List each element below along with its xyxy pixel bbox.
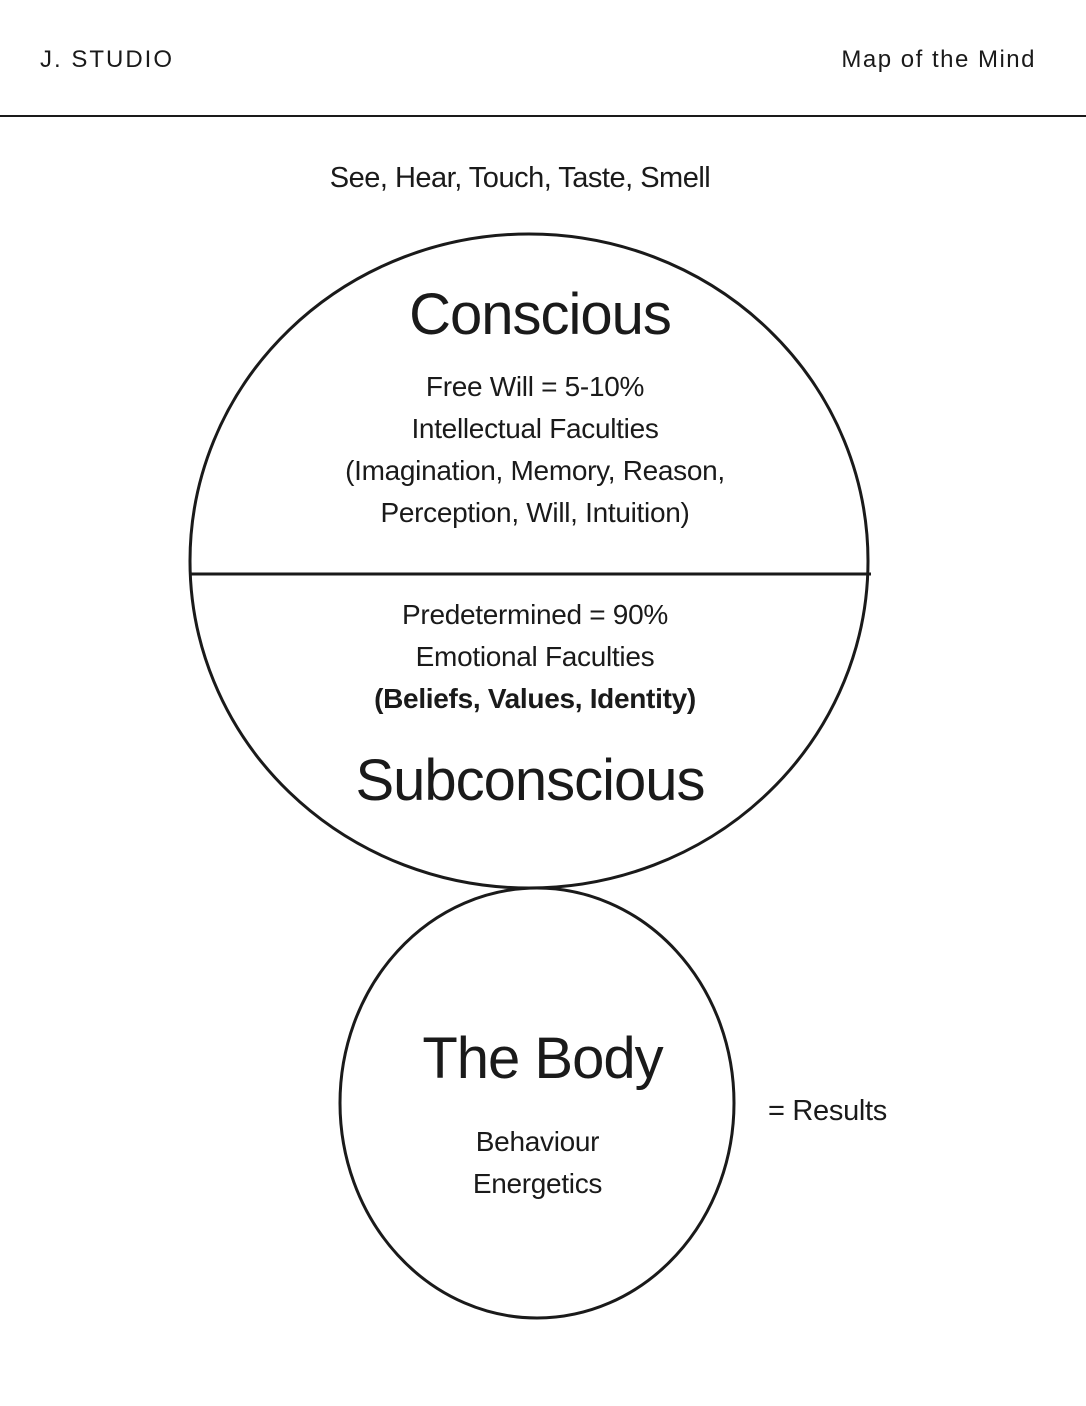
behaviour-line: Behaviour (475, 1126, 600, 1157)
body-circle (338, 886, 736, 1320)
body-title: The Body (422, 1026, 663, 1091)
brand-name: J. STUDIO (40, 46, 175, 73)
emotional-faculties-list: (Beliefs, Values, Identity) (374, 683, 696, 714)
energetics-line: Energetics (472, 1168, 603, 1199)
faculties-list-line-1: (Imagination, Memory, Reason, (345, 455, 725, 486)
page-header: J. STUDIO Map of the Mind (0, 0, 1086, 117)
subconscious-title: Subconscious (355, 748, 705, 813)
emotional-faculties-line: Emotional Faculties (415, 641, 655, 672)
senses-label: See, Hear, Touch, Taste, Smell (329, 162, 711, 194)
page-title: Map of the Mind (841, 46, 1036, 73)
body-description: Behaviour Energetics (340, 1121, 735, 1205)
intellectual-faculties-line: Intellectual Faculties (411, 413, 659, 444)
subconscious-description: Predetermined = 90% Emotional Faculties … (190, 594, 880, 720)
results-label: = Results (768, 1095, 887, 1127)
predetermined-line: Predetermined = 90% (402, 599, 668, 630)
free-will-line: Free Will = 5-10% (425, 371, 645, 402)
faculties-list-line-2: Perception, Will, Intuition) (380, 497, 690, 528)
conscious-description: Free Will = 5-10% Intellectual Faculties… (190, 366, 880, 534)
conscious-title: Conscious (409, 282, 672, 347)
